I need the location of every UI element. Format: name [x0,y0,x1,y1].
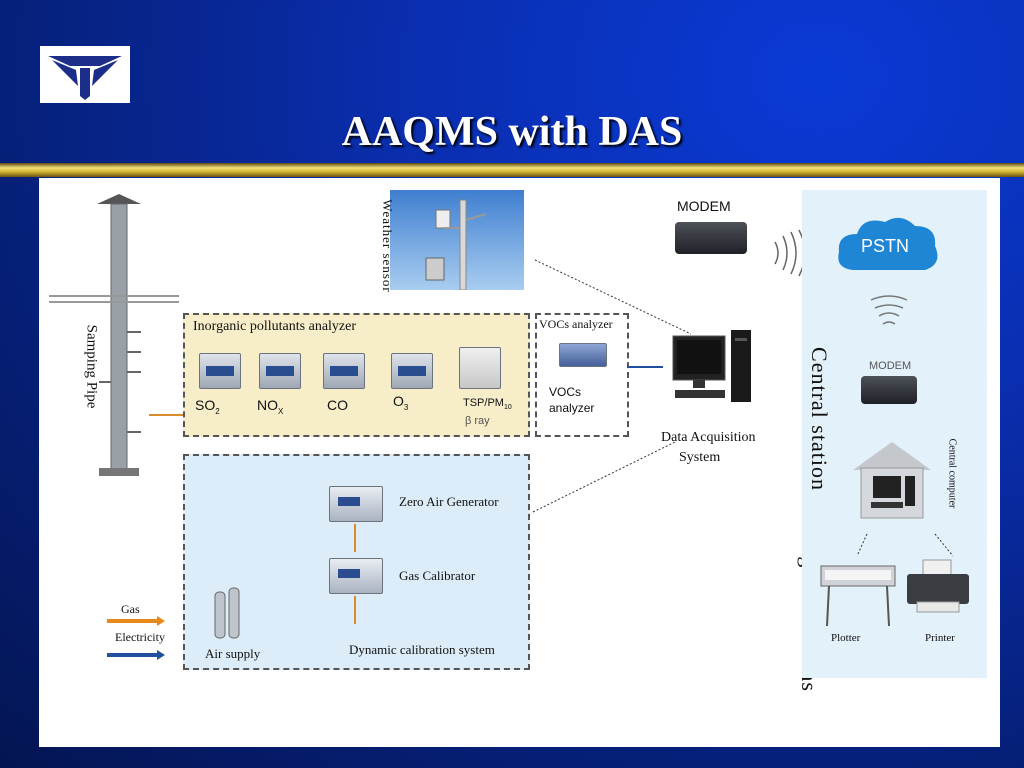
legend-gas-label: Gas [121,602,140,616]
calibration-system-box: Zero Air Generator Gas Calibrator Air su… [183,454,530,670]
vocs-line2: analyzer [549,401,595,415]
calibrator-down-line [354,596,356,624]
modem-small-label: MODEM [869,360,912,372]
o3-analyzer-icon [391,353,433,389]
printer-label: Printer [925,632,955,644]
title-divider [0,163,1024,177]
company-logo [40,46,130,103]
dynamic-calibration-label: Dynamic calibration system [349,642,495,657]
vocs-title: VOCs analyzer [539,317,613,331]
diagram-panel: Samping Pipe Weather sensor Inorganic po… [39,178,1000,747]
central-house-icon [853,442,931,519]
das-label-line2: System [679,450,721,465]
nox-label: NOX [257,397,284,416]
slide-title: AAQMS with DAS [341,109,683,155]
vocs-line1: VOCs [549,385,582,399]
central-station-label: Central station [807,347,832,491]
so2-label: SO2 [195,397,220,416]
pipe-connector-line [149,414,185,416]
weather-mast-icon [425,199,487,291]
weather-dotted-line [534,259,692,335]
tsp-analyzer-icon [459,347,501,389]
weather-sensor-label: Weather sensor [380,199,395,293]
vocs-connector-line [627,366,663,368]
pstn-label: PSTN [861,236,910,256]
modem-small-icon [861,376,917,404]
central-computer-label: Central computer [946,438,958,509]
sampling-pipe-label: Samping Pipe [83,324,100,409]
inorganic-analyzer-box: Inorganic pollutants analyzer SO2 NOX CO… [183,313,530,437]
gas-calibrator-label: Gas Calibrator [399,568,476,583]
output-dotted-lines [857,533,954,557]
plotter-icon [820,565,896,627]
central-signal-icon [870,295,908,325]
vocs-analyzer-box: VOCs analyzer VOCs analyzer [535,313,629,437]
zero-air-generator-icon [329,486,383,522]
gas-cylinders-icon [214,587,240,639]
zero-air-label: Zero Air Generator [399,494,499,509]
printer-icon [907,559,969,613]
gas-arrow-icon [107,616,165,626]
calibration-dotted-line [532,441,676,513]
pstn-cloud-icon [838,217,938,270]
electricity-arrow-icon [107,650,165,660]
legend-electricity-label: Electricity [115,630,165,644]
co-label: CO [327,397,348,413]
modem-top-label: MODEM [677,198,731,214]
das-computer-icon [672,330,751,402]
sampling-pipe-icon [49,194,179,476]
nox-analyzer-icon [259,353,301,389]
air-supply-label: Air supply [205,646,261,661]
das-label-line1: Data Acquisition [661,430,756,445]
o3-label: O3 [393,393,409,412]
modem-top-icon [675,222,747,254]
vocs-analyzer-icon [559,343,607,367]
gas-calibrator-icon [329,558,383,594]
plotter-label: Plotter [831,632,861,644]
calibration-connector-line [354,524,356,552]
beta-ray-label: β ray [465,415,490,427]
teledyne-logo-icon [48,56,122,100]
tsp-label: TSP/PM10 [463,397,512,412]
co-analyzer-icon [323,353,365,389]
inorganic-title: Inorganic pollutants analyzer [193,319,357,334]
so2-analyzer-icon [199,353,241,389]
weather-sensor-photo [390,190,524,291]
